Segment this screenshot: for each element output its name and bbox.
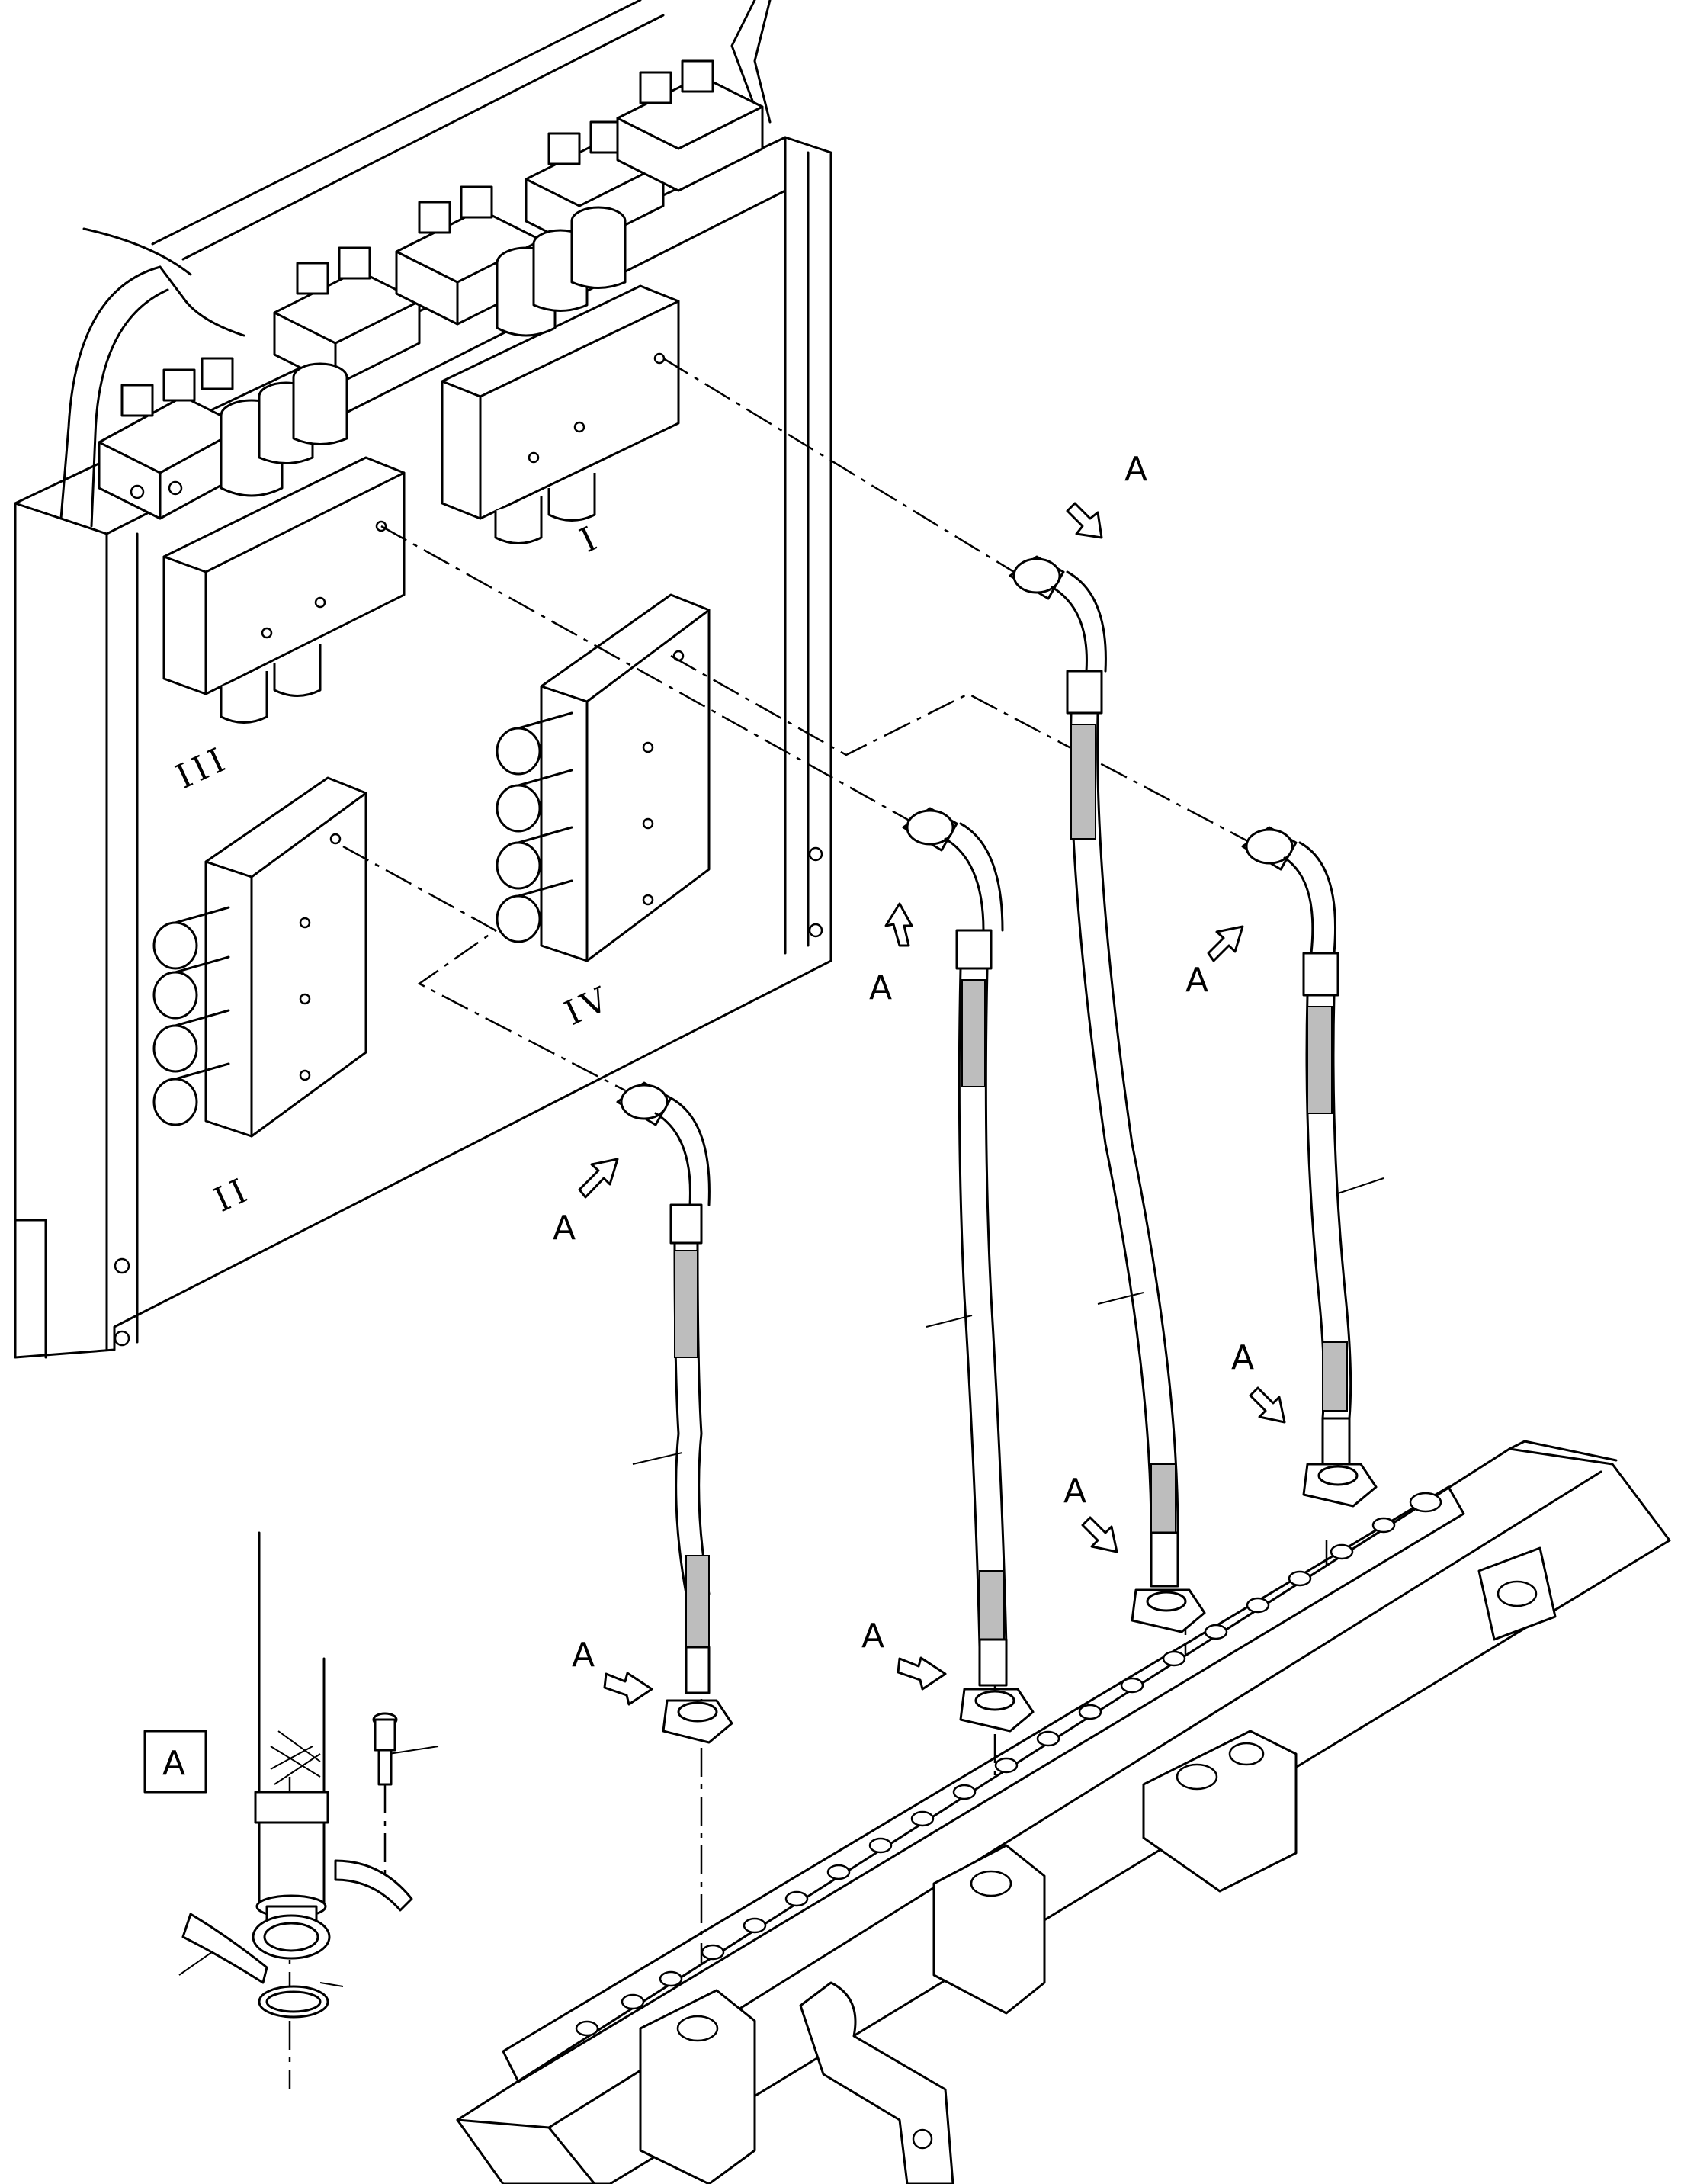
arrow-markers — [578, 502, 1286, 1706]
arrow-marker-2 — [884, 902, 913, 947]
solenoid-valve-block-1 — [98, 357, 245, 520]
hose-3 — [1009, 555, 1206, 1633]
arrow-label-1: A — [1124, 450, 1147, 489]
arrow-marker-1 — [1066, 502, 1103, 539]
arrow-labels: A A A A A A A A — [553, 450, 1254, 1675]
arrow-marker-7 — [897, 1656, 947, 1691]
valve-block-IV — [496, 593, 711, 962]
arrow-label-4: A — [553, 1209, 576, 1248]
arrow-marker-6 — [1081, 1516, 1118, 1553]
arrow-marker-4 — [578, 1158, 619, 1199]
arrow-marker-5 — [1249, 1386, 1286, 1424]
valve-block-III — [162, 362, 406, 724]
hose-1 — [616, 1081, 733, 1744]
arrow-marker-3 — [1207, 925, 1244, 962]
solenoid-valve-block-2 — [273, 246, 421, 387]
hose-4 — [1241, 826, 1378, 1508]
arrow-label-3: A — [1185, 961, 1208, 1000]
manifold-bar — [456, 1440, 1671, 2184]
manifold-bores — [575, 1492, 1442, 2037]
solenoid-valve-row — [98, 59, 764, 520]
valve-block-I — [441, 206, 680, 544]
detail-a-label: A — [162, 1744, 185, 1783]
arrow-label-6: A — [1063, 1472, 1086, 1511]
arrow-label-7: A — [861, 1617, 884, 1656]
arrow-marker-8 — [603, 1672, 653, 1706]
arrow-label-8: A — [572, 1636, 595, 1675]
solenoid-valve-block-5 — [616, 59, 764, 192]
hose-2 — [902, 807, 1035, 1733]
arrow-label-2: A — [869, 968, 892, 1007]
valve-block-II — [152, 776, 367, 1138]
detail-a: A — [143, 1531, 413, 2019]
arrow-label-5: A — [1231, 1338, 1254, 1377]
detail-a-box — [143, 1730, 207, 1794]
